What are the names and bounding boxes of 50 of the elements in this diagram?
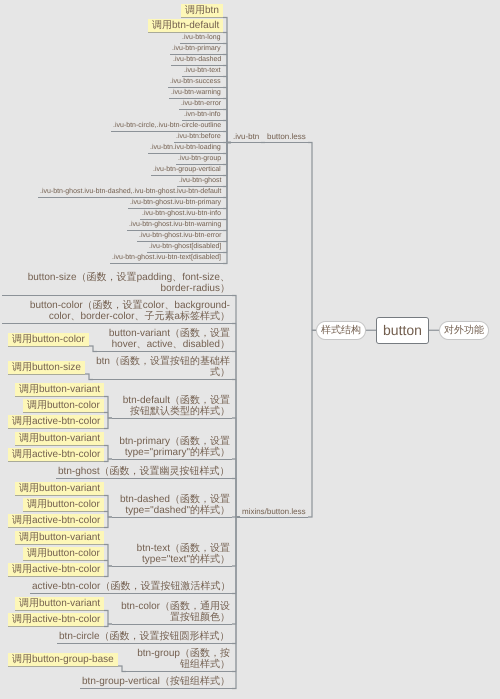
underlined-topic: btn-ghost（函数，设置幽灵按钮样式） bbox=[56, 465, 232, 479]
highlighted-topic: 调用button-group-base bbox=[8, 652, 118, 666]
underlined-topic: mixins/button.less bbox=[240, 506, 308, 518]
underlined-topic: btn-circle（函数，设置按钮圆形样式） bbox=[57, 630, 232, 644]
central-topic-box: button bbox=[376, 316, 429, 344]
connector-line bbox=[85, 373, 93, 380]
connector-line bbox=[118, 665, 126, 672]
connector-line bbox=[104, 565, 112, 578]
underlined-topic: button-color（函数，设置color、background-color、border-color、子元素a标签样式） bbox=[2, 299, 232, 324]
connector-line bbox=[429, 330, 439, 331]
connector-line bbox=[104, 623, 112, 628]
underlined-topic: btn-text（函数，设置type="text"的样式） bbox=[112, 542, 232, 566]
highlighted-topic: 调用button-variant bbox=[15, 597, 104, 611]
underlined-topic: button-variant（函数，设置hover、active、disabled） bbox=[97, 327, 232, 352]
underlined-topic: button-size（函数，设置padding、font-size、border-radius） bbox=[2, 271, 232, 296]
connector-line bbox=[104, 516, 112, 528]
connector-line bbox=[104, 417, 112, 430]
highlighted-topic: 调用button-color bbox=[8, 332, 89, 346]
highlighted-topic: 调用btn-default bbox=[148, 19, 224, 33]
connector-line bbox=[89, 345, 97, 352]
highlighted-topic: 调用button-variant bbox=[15, 432, 104, 446]
connector-line bbox=[260, 142, 265, 144]
underlined-topic: .ivu-btn bbox=[231, 132, 262, 143]
highlighted-topic: 调用active-btn-color bbox=[8, 563, 104, 577]
highlighted-topic: 调用button-color bbox=[23, 547, 104, 561]
underlined-topic: btn-group-vertical（按钮组样式） bbox=[80, 675, 232, 689]
highlighted-topic: 调用button-size bbox=[8, 360, 85, 374]
branch-topic-pill: 样式结构 bbox=[316, 320, 366, 340]
highlighted-topic: 调用btn bbox=[181, 4, 223, 18]
highlighted-topic: 调用active-btn-color bbox=[8, 613, 104, 627]
highlighted-topic: 调用button-variant bbox=[15, 482, 104, 496]
highlighted-topic: 调用active-btn-color bbox=[8, 448, 104, 462]
underlined-topic: btn（函数，设置按钮的基础样式） bbox=[93, 355, 232, 380]
highlighted-topic: 调用active-btn-color bbox=[8, 514, 104, 528]
connector-line bbox=[366, 330, 376, 331]
branch-topic-pill: 对外功能 bbox=[439, 320, 489, 340]
highlighted-topic: 调用active-btn-color bbox=[8, 415, 104, 429]
highlighted-topic: 调用button-color bbox=[23, 399, 104, 413]
connector-line bbox=[308, 330, 316, 518]
underlined-topic: btn-color（函数，通用设置按钮颜色） bbox=[112, 600, 232, 624]
highlighted-topic: 调用button-color bbox=[23, 498, 104, 512]
highlighted-topic: 调用button-variant bbox=[15, 383, 104, 397]
underlined-topic: btn-primary（函数，设置type="primary"的样式） bbox=[112, 434, 232, 460]
connector-line bbox=[104, 458, 112, 462]
highlighted-topic: 调用button-variant bbox=[15, 531, 104, 545]
underlined-topic: button.less bbox=[265, 132, 308, 143]
underlined-topic: btn-group（函数，按钮组样式） bbox=[126, 647, 232, 672]
underlined-topic: btn-dashed（函数，设置type="dashed"的样式） bbox=[112, 492, 232, 518]
underlined-topic: active-btn-color（函数，设置按钮激活样式） bbox=[30, 580, 232, 594]
underlined-topic: btn-default（函数，设置按钮默认类型的样式） bbox=[112, 394, 232, 418]
